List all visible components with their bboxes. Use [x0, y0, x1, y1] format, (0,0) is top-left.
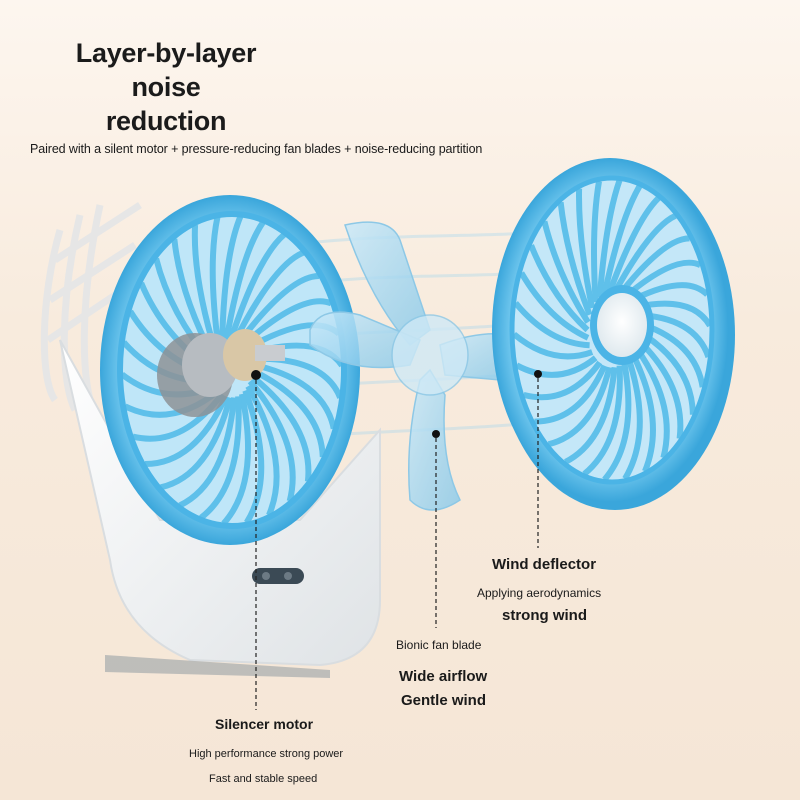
- grille-rib: [611, 212, 677, 295]
- silencer-motor-title: Silencer motor: [215, 716, 314, 732]
- grille-rib: [557, 201, 593, 316]
- grille-rib: [582, 365, 623, 477]
- grille-rib: [159, 396, 233, 491]
- wind-deflector: [492, 158, 735, 510]
- grille-rib: [622, 356, 643, 481]
- grille-rib: [231, 249, 305, 344]
- grille-rib: [602, 361, 632, 482]
- grille-rib: [601, 184, 643, 295]
- grille-rib: [178, 397, 238, 509]
- grille-rib: [522, 360, 603, 401]
- grille-rib: [245, 384, 280, 517]
- motor-assembly: [157, 329, 285, 417]
- grille-rib: [591, 180, 602, 303]
- grille-rib: [515, 355, 598, 378]
- grille-rib: [222, 220, 266, 345]
- callout-leader-lines: [255, 378, 539, 710]
- grille-rib: [512, 331, 594, 360]
- grille-rib: [249, 373, 312, 482]
- power-buttons: [252, 568, 304, 584]
- bionic-blade-line-1: Wide airflow: [399, 668, 488, 685]
- wind-deflector-title: Wind deflector: [492, 556, 597, 573]
- grille-rib: [541, 220, 591, 324]
- grille-rib: [563, 367, 618, 465]
- bionic-blade-title: Bionic fan blade: [396, 638, 482, 652]
- grille-rib: [518, 271, 590, 341]
- wind-deflector-line-1: Applying aerodynamics: [477, 586, 602, 600]
- grille-rib: [209, 216, 222, 350]
- headline: Layer-by-layer noise reduction: [40, 36, 292, 138]
- grille-rib: [513, 301, 590, 349]
- wind-deflector-line-2: strong wind: [502, 607, 587, 624]
- grille-rib: [547, 366, 613, 448]
- grille-rib: [219, 215, 244, 347]
- bionic-blade-line-2: Gentle wind: [401, 692, 487, 709]
- fan-base-body: [59, 339, 381, 667]
- grille-rib: [250, 367, 326, 458]
- grille-rib: [247, 379, 296, 502]
- grille-rib: [242, 389, 265, 525]
- grille-rib: [631, 343, 670, 459]
- grille-rib: [534, 364, 608, 425]
- grille-rib: [576, 188, 596, 309]
- grille-rib: [250, 361, 337, 430]
- grille-rib: [227, 232, 287, 344]
- left-fan-grille: [100, 195, 360, 545]
- grille-rib: [617, 235, 690, 297]
- headline-subtitle: Paired with a silent motor + pressure-re…: [30, 142, 483, 156]
- grille-rib: [596, 179, 623, 298]
- headline-line-2: reduction: [105, 106, 227, 136]
- silencer-motor-line-1: High performance strong power: [189, 748, 344, 760]
- silencer-motor-line-2: Fast and stable speed: [209, 773, 318, 785]
- grille-rib: [221, 393, 252, 526]
- grille-rib: [606, 195, 661, 294]
- headline-line-1: Layer-by-layer noise: [75, 38, 257, 102]
- grille-rib: [144, 395, 229, 468]
- bionic-fan-blade: [309, 221, 515, 511]
- grille-rib: [199, 396, 242, 521]
- grille-rib: [629, 350, 656, 473]
- grille-rib: [528, 244, 590, 333]
